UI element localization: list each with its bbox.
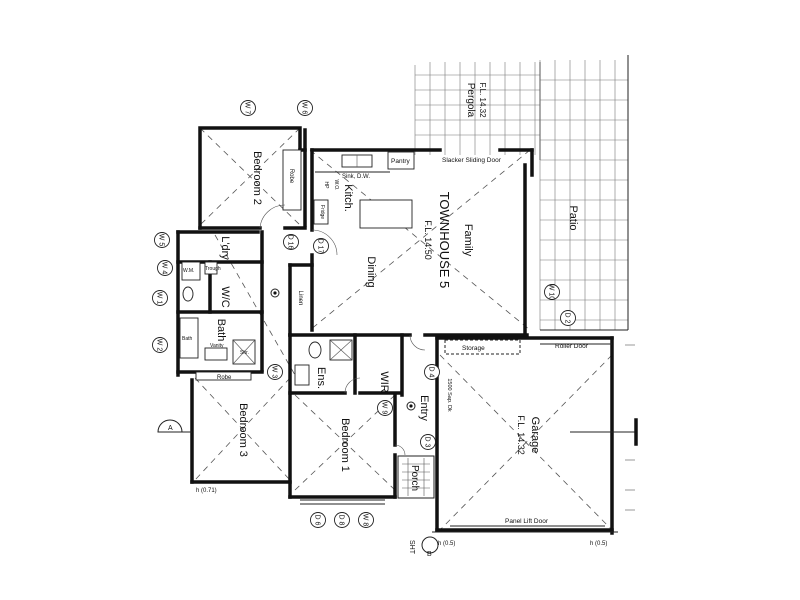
room-bath: Bath (215, 319, 227, 342)
svg-text:D 4: D 4 (428, 367, 435, 378)
svg-text:D 8: D 8 (338, 515, 345, 526)
label-vanity: Vanity (210, 343, 224, 349)
marker-d-4: D 4 (424, 364, 440, 380)
marker-d-16: D 16 (283, 234, 299, 250)
marker-w-9: W 9 (377, 400, 393, 416)
svg-text:W 10: W 10 (548, 284, 555, 300)
room-wc: W/C (219, 286, 231, 307)
room-patio: Patio (567, 205, 579, 230)
fixtures (157, 149, 638, 554)
marker-d-8: D 8 (334, 512, 350, 528)
svg-text:W 8: W 8 (362, 514, 369, 527)
svg-text:D 6: D 6 (314, 515, 321, 526)
label-trough: Trough (205, 266, 221, 272)
marker-w-3: W 3 (267, 364, 283, 380)
label-bath-tub: Bath (182, 336, 193, 342)
svg-text:W 3: W 3 (271, 366, 278, 379)
edge-labels: h (0.71) h (0.5) h (0.5) SHT A B (168, 425, 607, 558)
svg-text:D 17: D 17 (317, 239, 324, 254)
label-sap: 1500 Sap. Dk (446, 378, 452, 412)
svg-text:W 2: W 2 (156, 339, 163, 352)
room-dining: Dining (365, 256, 377, 287)
label-sink: Sink, D.W. (342, 174, 370, 180)
room-family: Family (462, 224, 474, 257)
svg-text:D 2: D 2 (564, 313, 571, 324)
section-label-b: B (427, 551, 432, 558)
room-bedroom3: Bedroom 3 (237, 403, 249, 457)
marker-w-5: W 5 (154, 232, 170, 248)
garage-floor-level: F.L. 14.32 (516, 415, 526, 455)
svg-text:W 4: W 4 (161, 262, 168, 275)
svg-text:W 9: W 9 (381, 402, 388, 415)
label-hp: HP (323, 182, 329, 190)
label-slacker-door: Slacker Sliding Door (442, 157, 502, 164)
room-pergola: Pergola (465, 83, 476, 118)
patio-grid (539, 55, 629, 331)
marker-w-10: W 10 (544, 284, 560, 300)
svg-text:W 7: W 7 (244, 102, 251, 115)
label-wm: W.M. (183, 268, 194, 274)
marker-w-2: W 2 (152, 337, 168, 353)
room-ensuite: Ens. (315, 367, 327, 389)
label-robe-bedroom2: Robe (288, 169, 294, 184)
room-entry: Entry (418, 395, 430, 421)
label-panel-lift-door: Panel Lift Door (505, 518, 549, 525)
room-wir: WIR (378, 371, 390, 392)
marker-w-4: W 4 (157, 260, 173, 276)
marker-d-2: D 2 (560, 310, 576, 326)
section-label-a: A (168, 425, 173, 432)
marker-w-8: W 8 (358, 512, 374, 528)
edge-label-sht: SHT (408, 540, 415, 555)
opening-markers: W 7 W 6 W 5 D 16 D 17 W 4 W 1 W 2 W 3 D 6 D 8 W 8 D … (152, 100, 576, 528)
label-shower: Shr. (240, 350, 249, 356)
label-storage: Storage (462, 345, 485, 352)
room-laundry: L'dry (219, 236, 231, 260)
room-labels: Bedroom 2 Kitch. TOWNHOUSE 5 F.L. 14.50 … (215, 82, 579, 491)
svg-text:W 5: W 5 (158, 234, 165, 247)
marker-d-17: D 17 (313, 238, 329, 254)
edge-label-garage-left: h (0.5) (438, 541, 455, 547)
label-wo: W.O. (333, 179, 339, 190)
marker-w-6: W 6 (297, 100, 313, 116)
edge-label-bedroom3: h (0.71) (196, 488, 217, 494)
plan-floor-level: F.L. 14.50 (423, 220, 433, 260)
label-roller-door: Roller Door (555, 343, 589, 350)
label-linen: Linen (297, 291, 303, 306)
marker-d-6: D 6 (310, 512, 326, 528)
marker-w-1: W 1 (152, 290, 168, 306)
room-kitchen: Kitch. (342, 184, 354, 212)
edge-label-garage-right: h (0.5) (590, 541, 607, 547)
room-bedroom2: Bedroom 2 (251, 151, 263, 205)
svg-text:W 1: W 1 (156, 292, 163, 305)
room-porch: Porch (409, 465, 420, 491)
svg-text:D 16: D 16 (287, 235, 294, 250)
label-fridge: Fridge (319, 205, 325, 219)
plan-title: TOWNHOUSE 5 (437, 192, 452, 289)
svg-text:W 6: W 6 (301, 102, 308, 115)
marker-d-3: D 3 (420, 434, 436, 450)
label-robe-bedroom3: Robe (217, 375, 232, 381)
room-garage: Garage (529, 417, 541, 454)
marker-w-7: W 7 (240, 100, 256, 116)
pergola-floor-level: F.L. 14.32 (478, 82, 487, 118)
room-bedroom1: Bedroom 1 (339, 418, 351, 472)
svg-text:D 3: D 3 (424, 437, 431, 448)
label-pantry: Pantry (391, 158, 411, 165)
fixture-labels: Slacker Sliding Door Pantry Sink, D.W. R… (182, 157, 589, 525)
pergola-grid (414, 62, 541, 160)
